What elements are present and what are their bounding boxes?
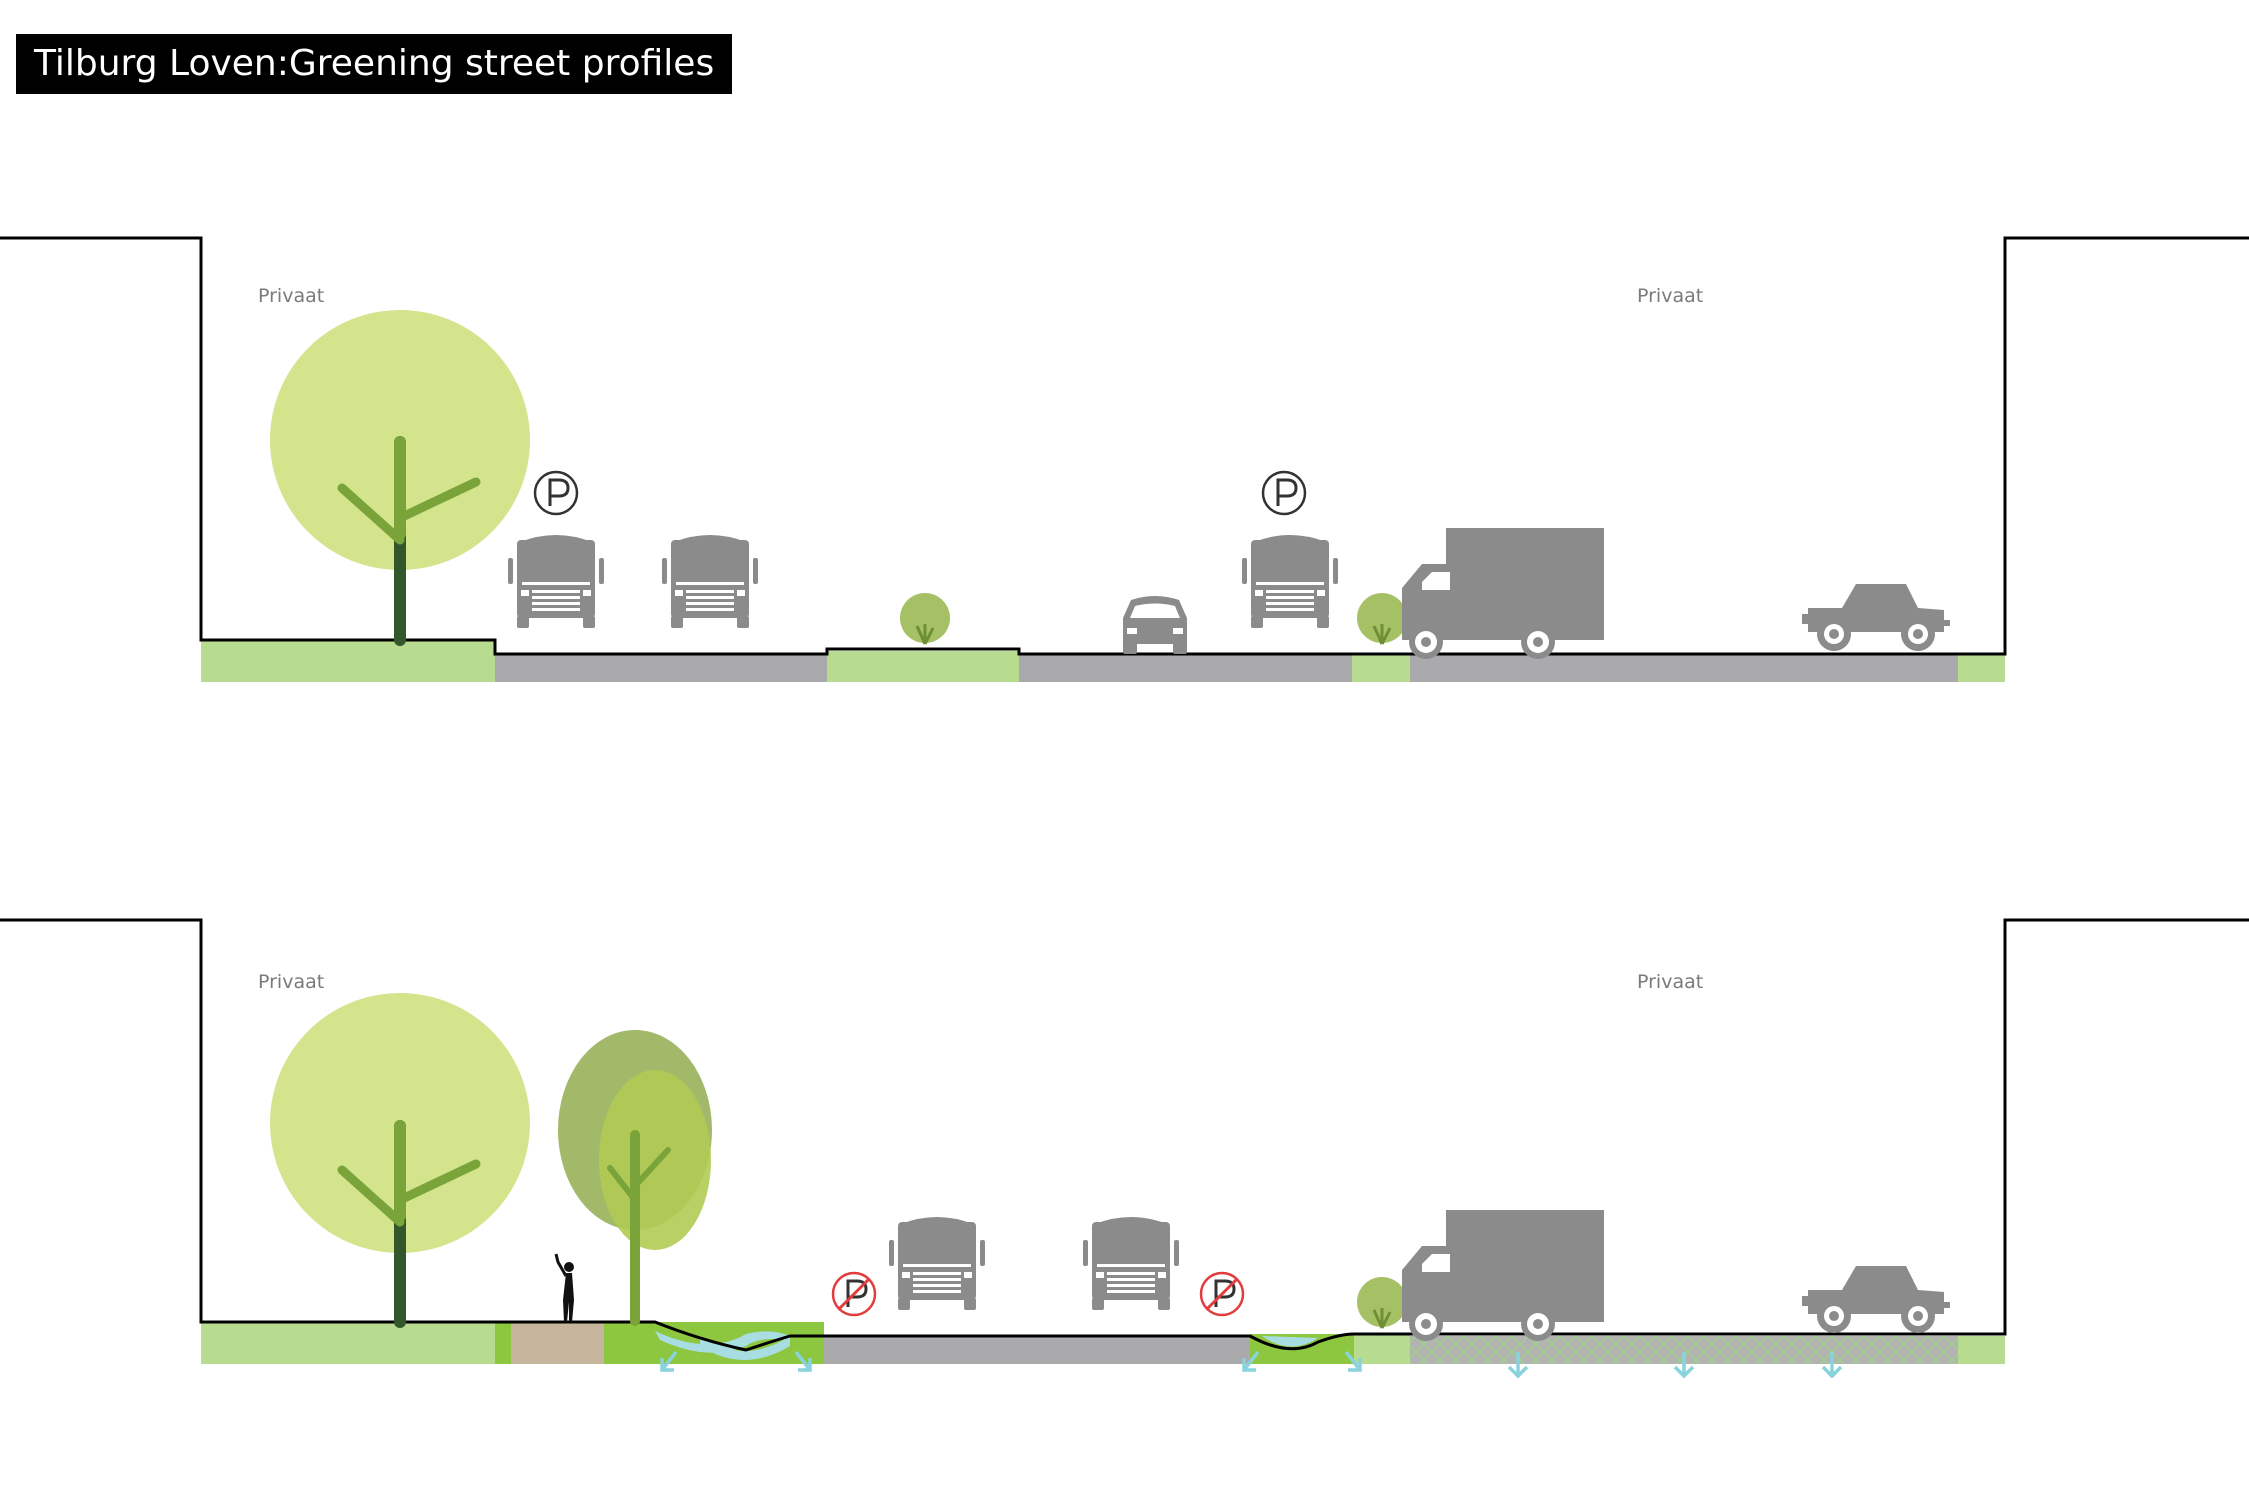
footpath	[511, 1322, 604, 1364]
profile-proposed: Privaat Privaat	[0, 918, 2249, 1378]
green-strip	[1354, 1334, 1410, 1364]
car-front-icon	[1123, 596, 1187, 654]
truck-front-icon	[1242, 535, 1338, 628]
shrub-icon	[898, 591, 952, 646]
green-strip	[1958, 654, 2005, 682]
box-truck-icon	[1402, 1210, 1604, 1341]
parking-sign-icon	[533, 470, 579, 516]
tree-icon	[270, 993, 530, 1328]
road-surface	[824, 1336, 1250, 1364]
profile-current: Privaat Privaat	[0, 236, 2249, 682]
person-icon	[554, 1253, 574, 1322]
green-strip	[1352, 654, 1410, 682]
water-swale	[655, 1331, 790, 1353]
road-surface	[495, 654, 827, 682]
box-truck-icon	[1402, 528, 1604, 659]
shrub-icon	[1355, 591, 1409, 646]
no-parking-sign-icon	[831, 1271, 877, 1317]
private-label-left: Privaat	[258, 971, 324, 993]
truck-front-icon	[1083, 1217, 1179, 1310]
private-label-right: Privaat	[1637, 285, 1703, 307]
green-strip	[495, 1322, 511, 1364]
private-label-left: Privaat	[258, 285, 324, 307]
tree-icon	[270, 310, 530, 646]
road-surface	[1019, 654, 1352, 682]
green-verge	[201, 1322, 495, 1364]
suv-side-icon	[1802, 1266, 1950, 1333]
building-outline	[0, 236, 2249, 656]
building-outline	[0, 918, 2249, 1352]
page-title: Tilburg Loven:Greening street profiles	[16, 34, 733, 94]
water-swale	[1262, 1336, 1318, 1347]
green-median	[827, 651, 1019, 682]
green-strip	[1958, 1336, 2005, 1364]
tree-icon	[558, 1030, 712, 1326]
shrub-icon	[1355, 1275, 1409, 1330]
water-swale	[700, 1336, 790, 1360]
no-parking-sign-icon	[1199, 1271, 1245, 1317]
parking-sign-icon	[1261, 470, 1307, 516]
road-surface	[1410, 654, 1958, 682]
truck-front-icon	[889, 1217, 985, 1310]
truck-front-icon	[508, 535, 604, 628]
suv-side-icon	[1802, 584, 1950, 651]
truck-front-icon	[662, 535, 758, 628]
green-verge	[201, 640, 495, 682]
private-label-right: Privaat	[1637, 971, 1703, 993]
